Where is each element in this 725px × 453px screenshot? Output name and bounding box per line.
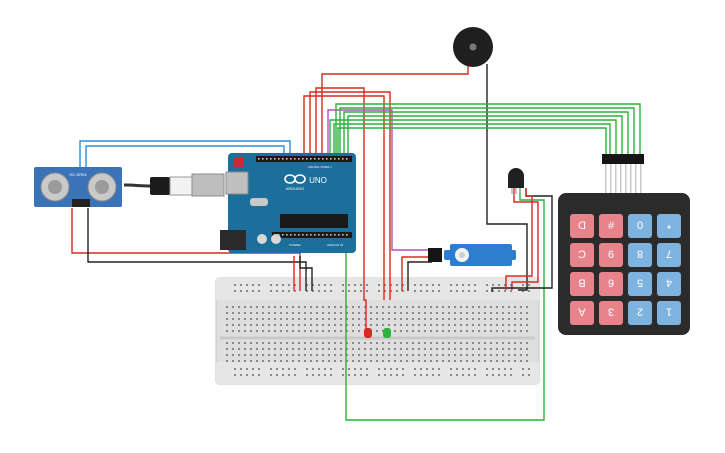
arduino-analog-label: ANALOG IN (327, 243, 343, 247)
keypad-key: 9 (599, 243, 623, 267)
temperature-sensor (508, 168, 524, 194)
wire-sensor-trig (79, 140, 291, 168)
keypad-key-label: 7 (666, 248, 672, 260)
keypad-key: 5 (628, 272, 652, 296)
wire-led-green (309, 91, 391, 300)
arduino-digital-label: DIGITAL (PWM~) (308, 165, 331, 169)
keypad-key-label: A (578, 306, 586, 318)
keypad-key-label: 0 (637, 219, 643, 231)
keypad-key-label: 3 (608, 306, 614, 318)
led-red (364, 328, 372, 338)
keypad-key: 7 (657, 243, 681, 267)
ultrasonic-sensor: HC-SR04 (34, 167, 122, 207)
keypad-key-label: 5 (637, 277, 643, 289)
keypad-key: * (657, 214, 681, 238)
keypad-key: 0 (628, 214, 652, 238)
wire-buzzer-gnd (486, 64, 528, 291)
keypad-key-label: 9 (608, 248, 614, 260)
wire-servo-vcc (401, 256, 432, 291)
keypad-key: D (570, 214, 594, 238)
keypad-key-label: 8 (637, 248, 643, 260)
keypad-key: 1 (657, 301, 681, 325)
keypad-key-label: D (578, 219, 586, 231)
keypad-key: 6 (599, 272, 623, 296)
keypad-key-label: 4 (666, 277, 672, 289)
keypad-key: 3 (599, 301, 623, 325)
keypad-key: 8 (628, 243, 652, 267)
sensor-label: HC-SR04 (69, 172, 87, 177)
wire-servo-gnd (407, 261, 432, 291)
servo-motor (428, 244, 516, 266)
wire-red-2 (303, 95, 385, 300)
wire-sensor-gnd (87, 208, 307, 291)
keypad-key: 2 (628, 301, 652, 325)
keypad-key: A (570, 301, 594, 325)
keypad-key-label: # (607, 219, 614, 231)
keypad-key-label: 6 (608, 277, 614, 289)
keypad-4x4: D #0 * C 9 8 7B 6 5 4A 3 2 1 (558, 154, 690, 335)
keypad-key-label: 2 (637, 306, 643, 318)
keypad-key: B (570, 272, 594, 296)
wire-led-red (315, 87, 367, 334)
arduino-uno-board: ARDUINO UNO DIGITAL (PWM~) POWER ANALOG … (220, 153, 356, 253)
wires (71, 64, 641, 421)
wire-servo-signal (327, 109, 430, 251)
keypad-key: 4 (657, 272, 681, 296)
wire-temp-vcc (511, 188, 539, 290)
wire-sensor-vcc (71, 208, 301, 291)
keypad-key-label: * (666, 219, 671, 231)
breadboard (215, 277, 540, 385)
usb-cable (123, 173, 225, 197)
arduino-brand: ARDUINO (286, 186, 304, 191)
led-green (383, 328, 391, 338)
keypad-key: C (570, 243, 594, 267)
wire-arduino-gnd (299, 256, 313, 291)
keypad-key: # (599, 214, 623, 238)
keypad-key-label: 1 (666, 306, 672, 318)
keypad-key-label: B (578, 277, 585, 289)
arduino-model: UNO (309, 176, 327, 185)
arduino-power-label: POWER (289, 243, 301, 247)
wire-buzzer-signal (321, 64, 469, 160)
piezo-buzzer (453, 27, 493, 67)
arduino-logo-icon (284, 174, 306, 184)
keypad-key-label: C (578, 248, 586, 260)
